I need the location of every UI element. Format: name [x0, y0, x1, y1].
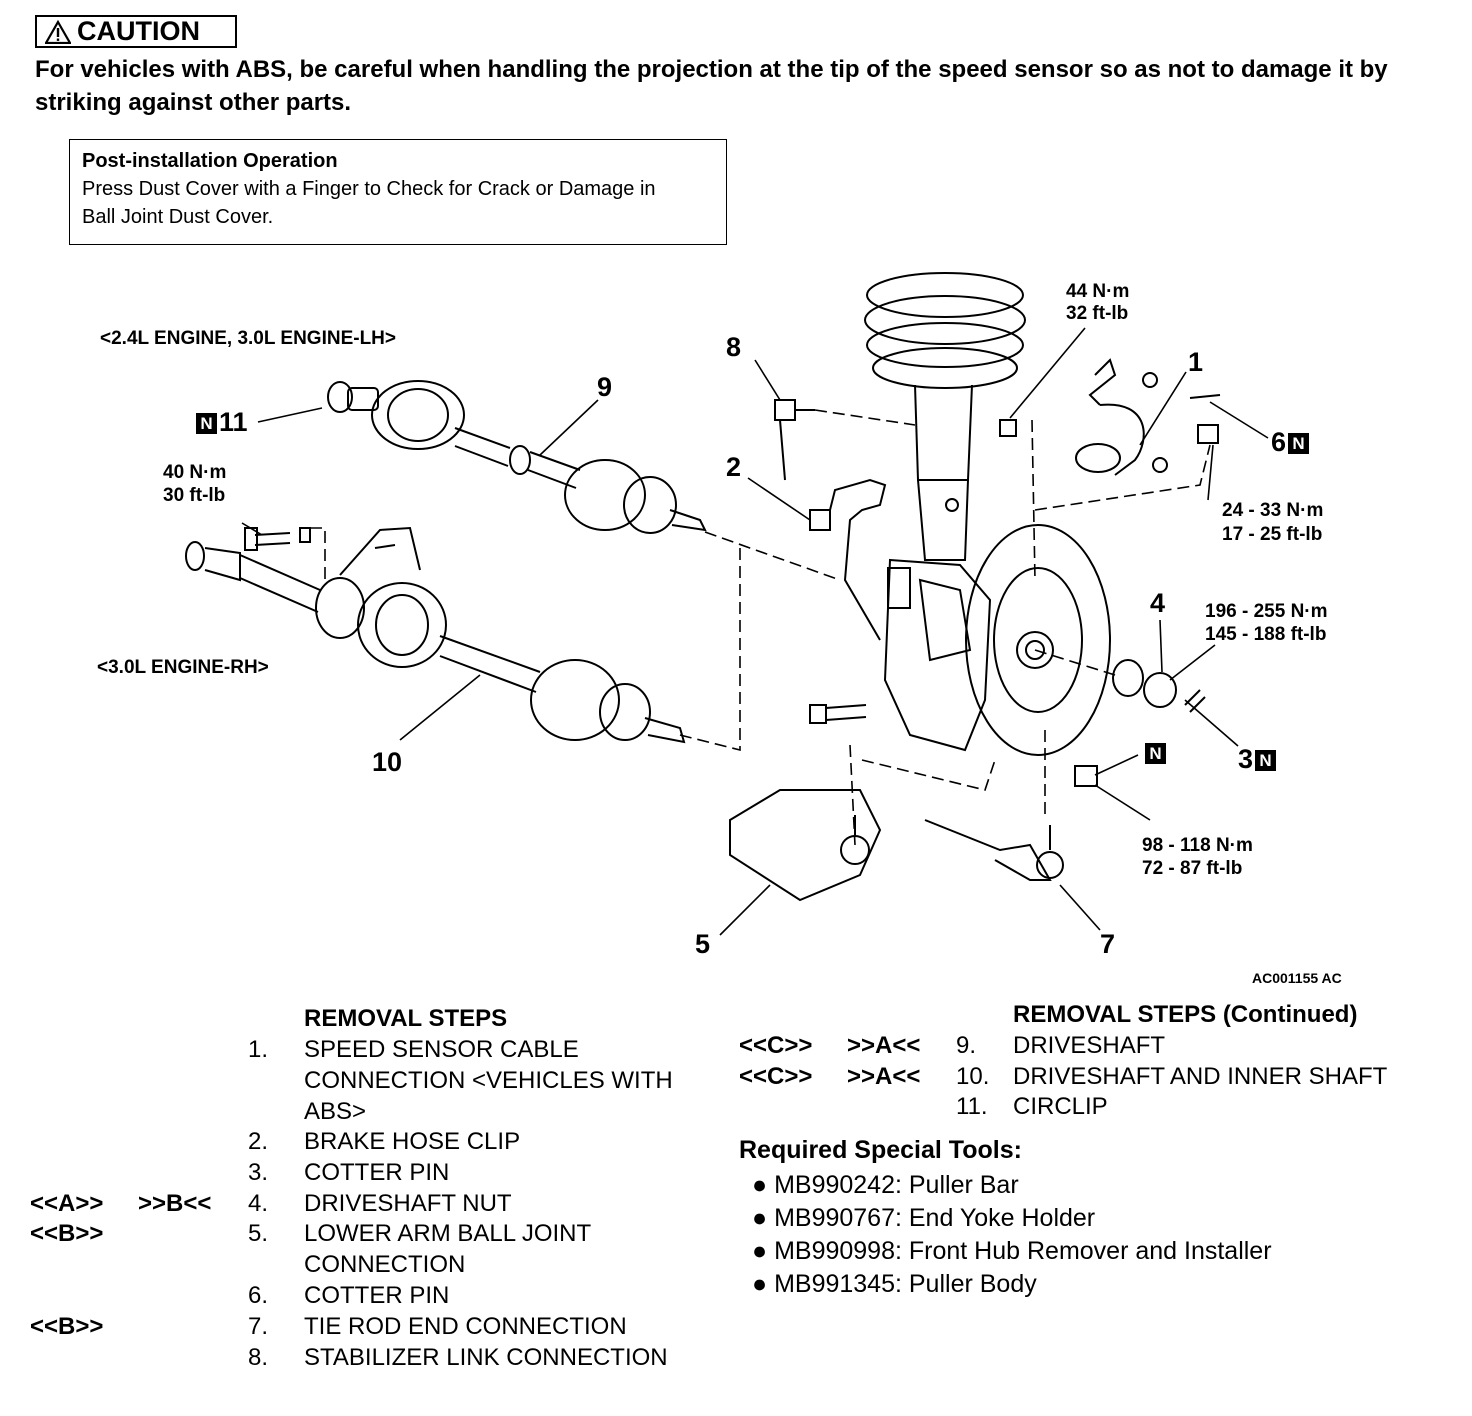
front-suspension-exploded-diagram: [185, 272, 1269, 936]
special-tool-item: ● MB991345: Puller Body: [752, 1270, 1037, 1298]
step-text: CONNECTION <VEHICLES WITH: [304, 1067, 673, 1094]
engine-lh-label: <2.4L ENGINE, 3.0L ENGINE-LH>: [100, 328, 397, 349]
removal-steps-continued-title: REMOVAL STEPS (Continued): [1013, 1001, 1358, 1028]
step-number: 7.: [248, 1313, 269, 1340]
caution-heading: CAUTION: [35, 15, 237, 48]
step-ref-removal: <<C>>: [739, 1063, 813, 1090]
step-number: 9.: [956, 1032, 977, 1059]
step-text: DRIVESHAFT: [1013, 1032, 1166, 1059]
step-text: DRIVESHAFT AND INNER SHAFT: [1013, 1063, 1388, 1090]
step-number: 3.: [248, 1159, 269, 1186]
bullet-icon: ●: [752, 1171, 768, 1199]
special-tool-item: ● MB990767: End Yoke Holder: [752, 1204, 1096, 1232]
step-number: 4.: [248, 1190, 269, 1217]
engine-rh-label: <3.0L ENGINE-RH>: [97, 657, 269, 678]
torque-196-ftlb: 145 - 188 ft-lb: [1205, 624, 1327, 645]
assembly-dash-lines: [310, 409, 1211, 846]
new-part-badge: N: [1288, 433, 1310, 455]
callout-4: 4: [1150, 588, 1166, 618]
lower-arm-drawing: [729, 789, 882, 902]
step-text: DRIVESHAFT NUT: [304, 1190, 512, 1217]
callout-9: 9: [597, 372, 613, 402]
torque-40-ftlb: 30 ft-lb: [163, 485, 226, 506]
step-text: ABS>: [304, 1098, 367, 1125]
torque-44-ftlb: 32 ft-lb: [1066, 303, 1129, 324]
step-ref-installation: >>A<<: [847, 1063, 921, 1090]
step-text: LOWER ARM BALL JOINT: [304, 1220, 592, 1247]
warning-triangle-icon: [45, 19, 71, 44]
step-ref-removal: <<B>>: [30, 1220, 104, 1247]
step-number: 10.: [956, 1063, 990, 1090]
step-text: CONNECTION: [304, 1251, 466, 1278]
step-ref-removal: <<B>>: [30, 1313, 104, 1340]
step-text: COTTER PIN: [304, 1159, 450, 1186]
knuckle-hub-disc-drawing: [883, 524, 1206, 756]
driveshaft-lower-drawing: [185, 526, 686, 744]
caution-text: For vehicles with ABS, be careful when h…: [35, 56, 1388, 116]
step-number: 6.: [248, 1282, 269, 1309]
brake-hose-drawing: [829, 478, 887, 641]
callout-10: 10: [372, 747, 403, 777]
driveshaft-upper-drawing: [327, 380, 707, 534]
post-installation-text: Press Dust Cover with a Finger to Check …: [82, 178, 656, 228]
step-ref-removal: <<A>>: [30, 1190, 104, 1217]
step-ref-removal: <<C>>: [739, 1032, 813, 1059]
bullet-icon: ●: [752, 1204, 768, 1232]
torque-24-nm: 24 - 33 N·m: [1222, 500, 1324, 521]
torque-196-nm: 196 - 255 N·m: [1205, 601, 1328, 622]
special-tools-title: Required Special Tools:: [739, 1136, 1022, 1164]
callout-7: 7: [1100, 929, 1116, 959]
step-text: COTTER PIN: [304, 1282, 450, 1309]
new-part-badge: N: [1255, 750, 1277, 772]
step-number: 1.: [248, 1036, 269, 1063]
callout-8: 8: [726, 332, 742, 362]
step-number: 5.: [248, 1220, 269, 1247]
special-tool-item: ● MB990998: Front Hub Remover and Instal…: [752, 1237, 1272, 1265]
torque-98-ftlb: 72 - 87 ft-lb: [1142, 858, 1243, 879]
bullet-icon: ●: [752, 1237, 768, 1265]
step-ref-installation: >>A<<: [847, 1032, 921, 1059]
callout-2: 2: [726, 452, 742, 482]
callout-5: 5: [695, 929, 711, 959]
caution-title: CAUTION: [77, 16, 200, 46]
torque-40-nm: 40 N·m: [163, 462, 227, 483]
new-part-badge-nut: N: [1143, 738, 1168, 766]
strut-assembly-drawing: [864, 272, 1026, 561]
special-tool-item: ● MB990242: Puller Bar: [752, 1171, 1019, 1199]
step-text: CIRCLIP: [1013, 1093, 1108, 1120]
tie-rod-end-drawing: [924, 819, 1064, 881]
speed-sensor-drawing: [1075, 358, 1168, 476]
removal-steps-title: REMOVAL STEPS: [304, 1005, 508, 1032]
step-text: TIE ROD END CONNECTION: [304, 1313, 627, 1340]
step-text: STABILIZER LINK CONNECTION: [304, 1344, 668, 1371]
torque-44-nm: 44 N·m: [1066, 281, 1130, 302]
torque-24-ftlb: 17 - 25 ft-lb: [1222, 524, 1323, 545]
step-ref-installation: >>B<<: [138, 1190, 212, 1217]
post-installation-title: Post-installation Operation: [82, 150, 338, 172]
post-installation-box: Post-installation Operation Press Dust C…: [69, 139, 727, 245]
new-part-badge: N: [196, 413, 217, 435]
figure-code: AC001155 AC: [1252, 970, 1342, 986]
step-number: 11.: [956, 1093, 988, 1120]
step-text: BRAKE HOSE CLIP: [304, 1128, 521, 1155]
callout-leader-lines: [241, 327, 1269, 936]
bullet-icon: ●: [752, 1270, 768, 1298]
stabilizer-link-drawing: [774, 399, 815, 481]
callout-1: 1: [1188, 347, 1204, 377]
step-number: 8.: [248, 1344, 269, 1371]
step-text: SPEED SENSOR CABLE: [304, 1036, 579, 1063]
torque-98-nm: 98 - 118 N·m: [1142, 835, 1253, 856]
step-number: 2.: [248, 1128, 269, 1155]
